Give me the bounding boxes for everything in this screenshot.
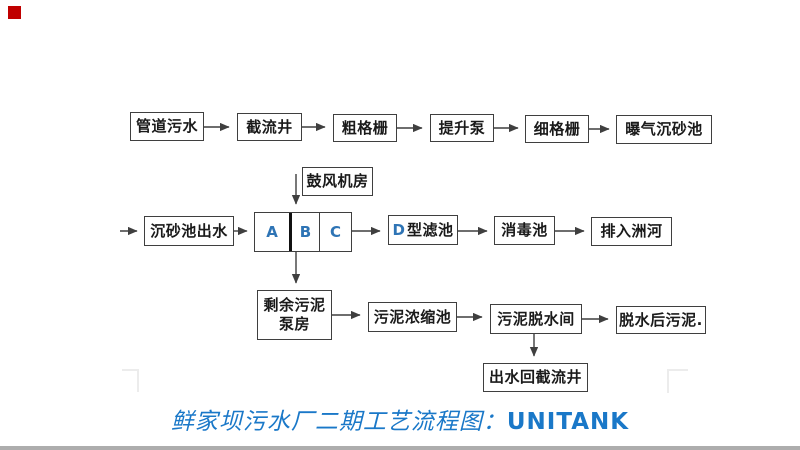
node-blower-room-label: 鼓风机房 — [306, 172, 369, 191]
node-aerated-grit-chamber: 曝气沉砂池 — [616, 115, 712, 144]
node-aerated-grit-chamber-label: 曝气沉砂池 — [625, 120, 703, 139]
node-discharge-to-river-label: 排入洲河 — [600, 222, 663, 241]
node-dewatered-sludge: 脱水后污泥. — [616, 306, 706, 334]
node-disinfection-tank-label: 消毒池 — [501, 221, 548, 240]
node-grit-chamber-effluent: 沉砂池出水 — [144, 216, 234, 246]
unitank-cell-a: A — [255, 213, 292, 251]
node-fine-screen: 细格栅 — [525, 115, 589, 143]
unitank-cell-b-label: B — [299, 222, 312, 241]
page-corner-mark-right — [667, 369, 688, 393]
diagram-caption: 鲜家坝污水厂二期工艺流程图：UNITANK — [0, 402, 800, 436]
node-lift-pump: 提升泵 — [430, 114, 494, 142]
node-excess-sludge-pump-house: 剩余污泥 泵房 — [257, 290, 332, 340]
unitank-cell-a-label: A — [266, 222, 278, 241]
unitank-cell-c: C — [320, 213, 351, 251]
bottom-gray-bar — [0, 446, 800, 450]
node-sludge-dewatering-room: 污泥脱水间 — [490, 304, 582, 334]
node-d-type-filter-label: 型滤池 — [406, 220, 454, 239]
node-intercept-well-label: 截流井 — [246, 117, 293, 136]
node-sludge-thickener-label: 污泥浓缩池 — [373, 307, 452, 326]
node-effluent-return-well-label: 出水回截流井 — [488, 368, 582, 387]
caption-chinese-text: 鲜家坝污水厂二期工艺流程图： — [170, 409, 507, 435]
red-square-marker — [8, 6, 21, 19]
node-sludge-dewatering-room-label: 污泥脱水间 — [497, 309, 575, 328]
node-pipe-sewage: 管道污水 — [130, 112, 204, 141]
page-corner-mark-left — [122, 369, 139, 392]
node-excess-sludge-line2: 泵房 — [278, 315, 310, 333]
node-unitank-abc: A B C — [254, 212, 352, 252]
node-pipe-sewage-label: 管道污水 — [135, 117, 198, 136]
unitank-cell-b: B — [292, 213, 320, 251]
node-grit-chamber-effluent-label: 沉砂池出水 — [150, 221, 228, 240]
node-excess-sludge-line1: 剩余污泥 — [263, 296, 326, 315]
node-disinfection-tank: 消毒池 — [494, 216, 555, 245]
node-intercept-well: 截流井 — [237, 113, 302, 141]
node-sludge-thickener: 污泥浓缩池 — [368, 302, 457, 332]
node-coarse-screen: 粗格栅 — [333, 114, 397, 142]
node-dewatered-sludge-label: 脱水后污泥. — [619, 310, 703, 329]
node-blower-room: 鼓风机房 — [302, 167, 373, 196]
node-discharge-to-river: 排入洲河 — [591, 217, 672, 246]
node-coarse-screen-label: 粗格栅 — [341, 118, 389, 137]
node-lift-pump-label: 提升泵 — [438, 118, 486, 137]
caption-unitank-text: UNITANK — [506, 409, 630, 435]
node-d-type-filter-letter: D — [392, 220, 405, 239]
unitank-cell-c-label: C — [329, 222, 341, 241]
node-fine-screen-label: 细格栅 — [533, 119, 581, 138]
node-effluent-return-well: 出水回截流井 — [483, 363, 588, 392]
